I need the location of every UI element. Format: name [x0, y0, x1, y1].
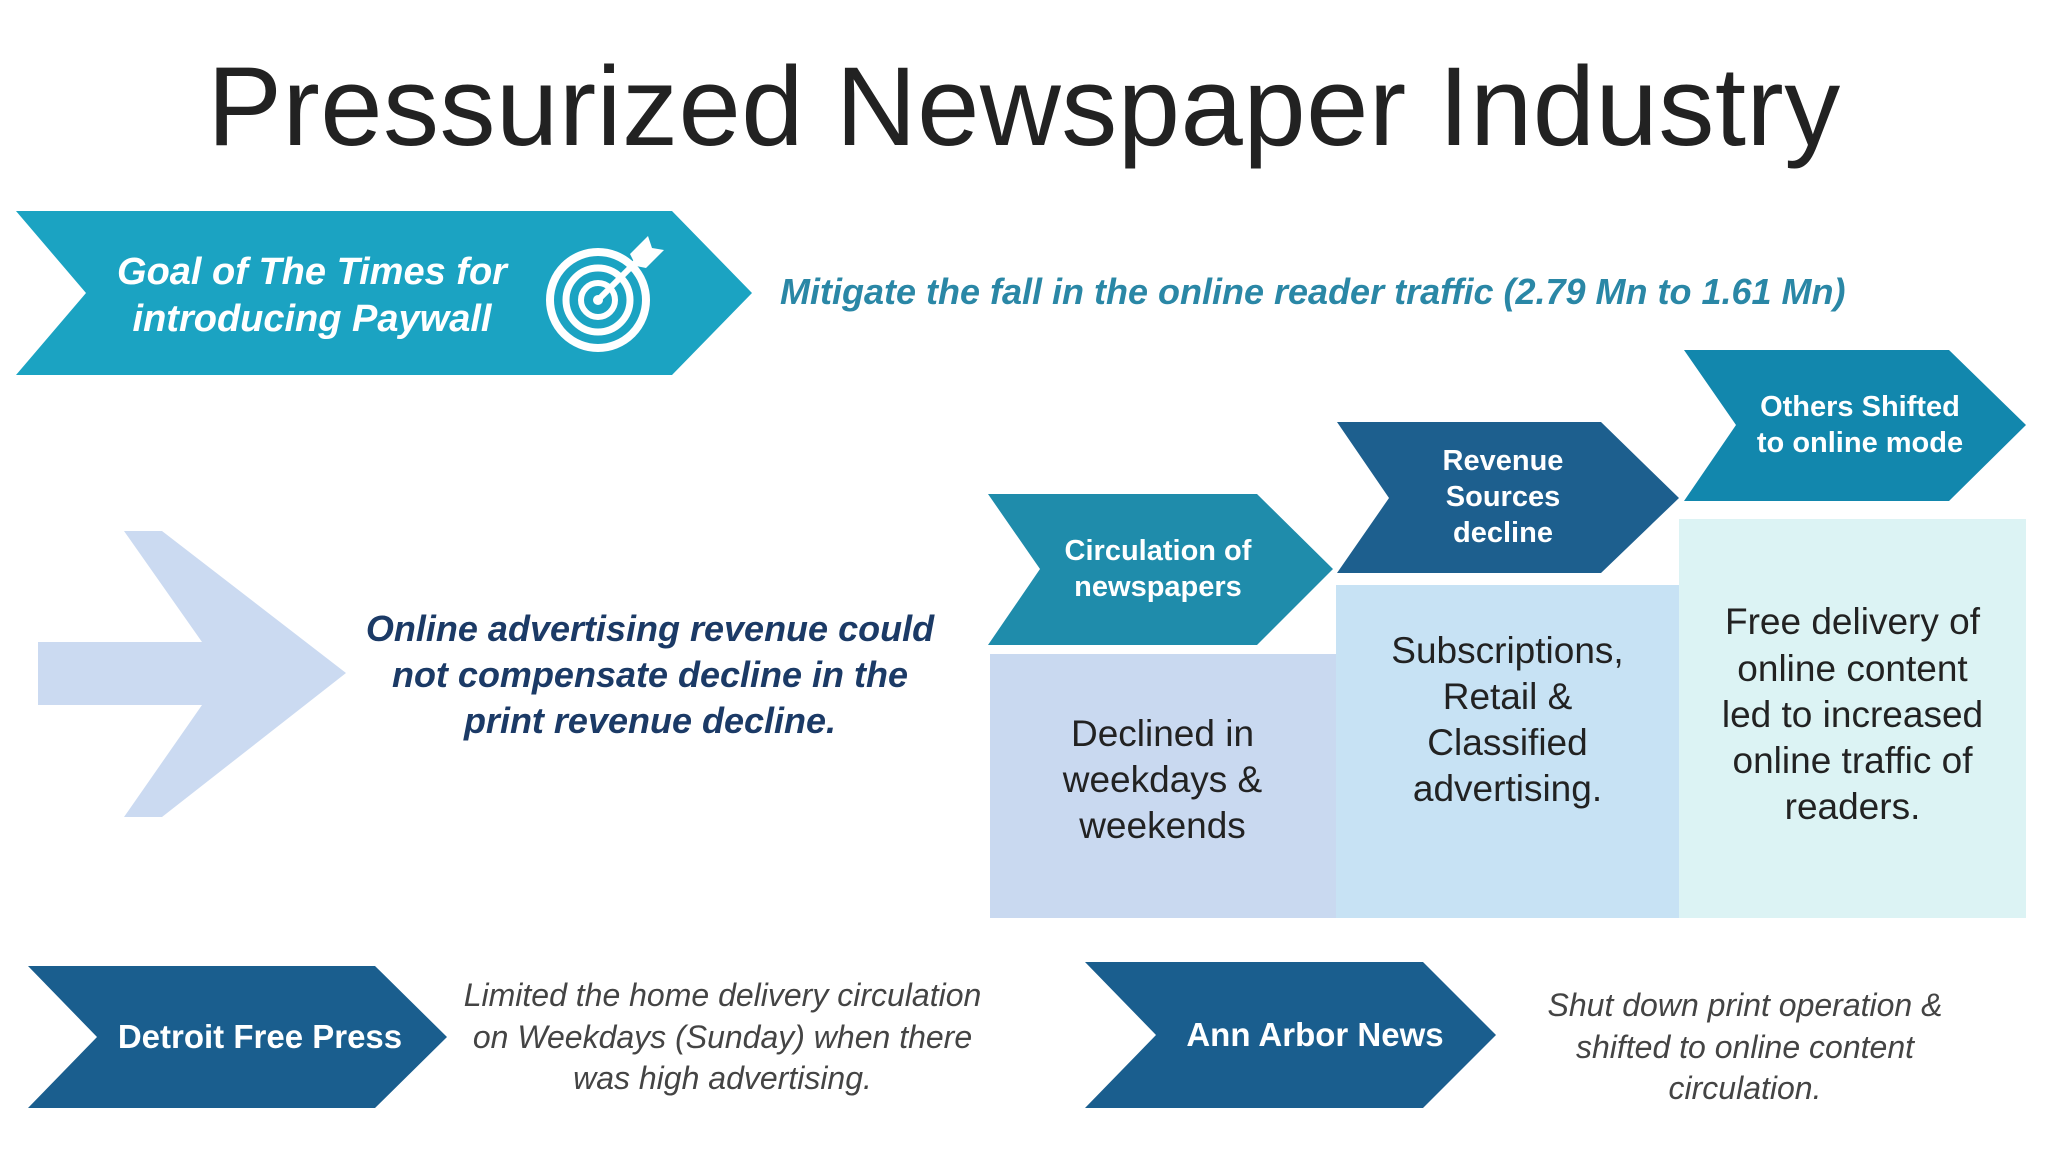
- step-2-text: Subscriptions, Retail & Classified adver…: [1391, 629, 1624, 810]
- step-3-box: [1679, 519, 2026, 918]
- step-1-title: Circulation of newspapers: [1064, 535, 1252, 603]
- example-2-name: Ann Arbor News: [1186, 1016, 1444, 1053]
- step-2-chevron: [1337, 422, 1679, 573]
- example-1-name: Detroit Free Press: [117, 1018, 403, 1055]
- step-2-box: [1336, 585, 1679, 918]
- step-2-title: Revenue Sources decline: [1442, 445, 1564, 549]
- target-icon: [546, 236, 664, 352]
- page-title: Pressurized Newspaper Industry: [207, 44, 1841, 169]
- step-3-title: Others Shifted to online mode: [1756, 391, 1964, 459]
- example-1-text: Limited the home delivery circulation on…: [463, 977, 982, 1097]
- step-1-box: [990, 654, 1336, 918]
- goal-statement: Mitigate the fall in the online reader t…: [780, 271, 1846, 312]
- example-2-chevron: [1085, 962, 1496, 1108]
- step-1-text: Declined in weekdays & weekends: [1062, 712, 1263, 847]
- arrow-right-icon: [38, 531, 346, 817]
- step-1-chevron: [988, 494, 1333, 645]
- example-1-chevron: [28, 966, 447, 1108]
- context-text: Online advertising revenue could not com…: [365, 607, 935, 742]
- example-2-text: Shut down print operation & shifted to o…: [1547, 987, 1943, 1107]
- goal-label: Goal of The Times for introducing Paywal…: [117, 250, 507, 341]
- step-3-chevron: [1684, 350, 2026, 501]
- step-3-text: Free delivery of online content led to i…: [1721, 601, 1984, 828]
